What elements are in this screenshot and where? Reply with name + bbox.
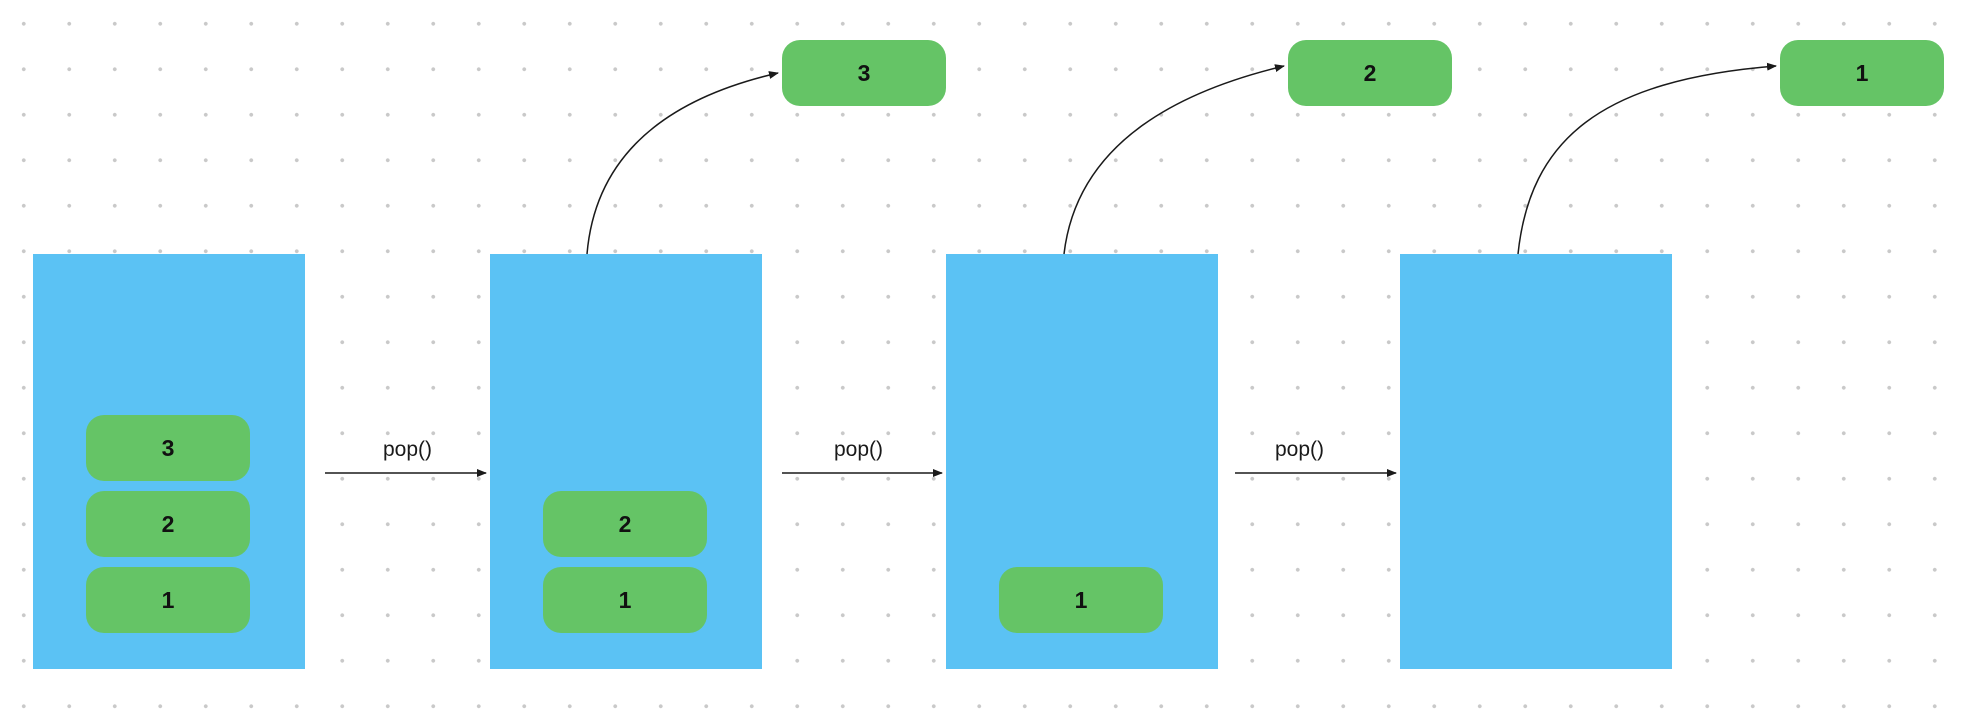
popped-item-2: 2 xyxy=(1288,40,1452,106)
pop-label-3: pop() xyxy=(1275,438,1325,461)
popped-item-3: 3 xyxy=(782,40,946,106)
stack-3: 1 xyxy=(946,254,1218,669)
stack-2-item-2: 2 xyxy=(543,491,707,557)
stack-4 xyxy=(1400,254,1672,669)
stack-3-item-1: 1 xyxy=(999,567,1163,633)
stack-2-item-1: 1 xyxy=(543,567,707,633)
pop-curve-3 xyxy=(1517,62,1777,255)
popped-item-1: 1 xyxy=(1780,40,1944,106)
pop-curve-1 xyxy=(586,71,779,255)
pop-label-2: pop() xyxy=(834,438,884,461)
stack-1: 3 2 1 xyxy=(33,254,305,669)
stack-1-item-3: 3 xyxy=(86,415,250,481)
pop-label-1: pop() xyxy=(383,438,433,461)
pop-curve-2 xyxy=(1063,64,1285,255)
stack-1-item-1: 1 xyxy=(86,567,250,633)
stack-1-item-2: 2 xyxy=(86,491,250,557)
stack-2: 2 1 xyxy=(490,254,762,669)
